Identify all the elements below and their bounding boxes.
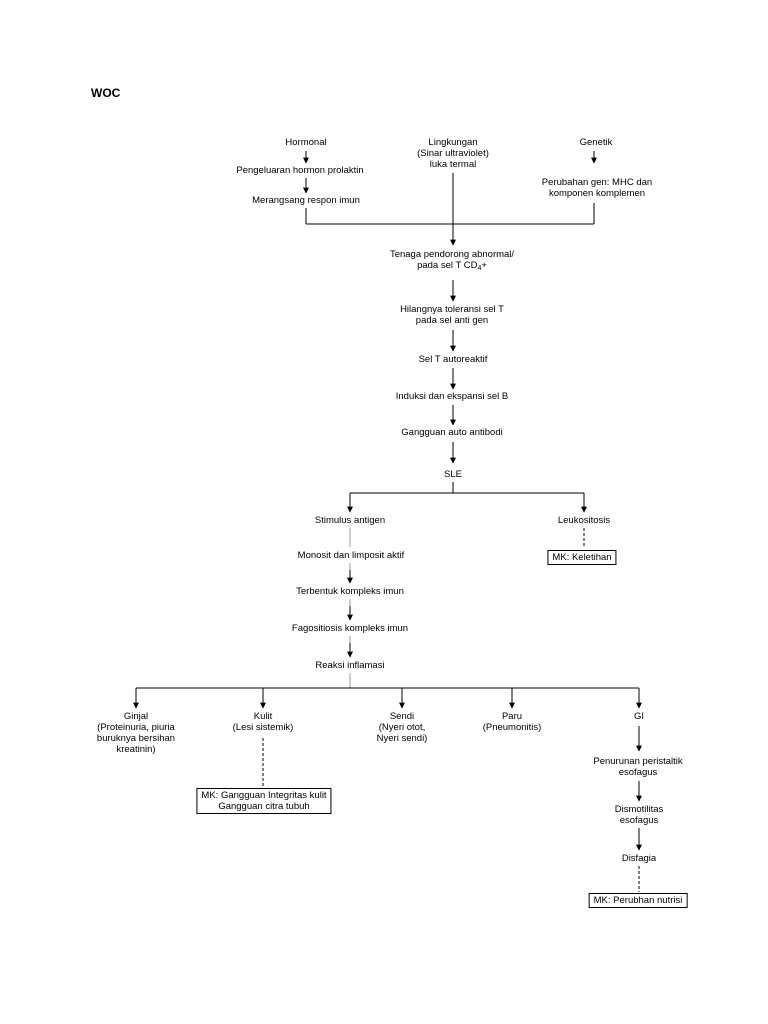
node-terbentuk-kompleks: Terbentuk kompleks imun — [296, 586, 404, 597]
node-sendi: Sendi (Nyeri otot, Nyeri sendi) — [376, 711, 428, 744]
box-mk-keletihan: MK: Keletihan — [547, 550, 617, 565]
node-tenaga-pendorong: Tenaga pendorong abnormal/ pada sel T CD… — [390, 249, 514, 274]
tenaga-subscript: 4 — [477, 265, 482, 272]
page-title: WOC — [91, 86, 121, 100]
node-disfagia: Disfagia — [621, 853, 657, 864]
node-pengeluaran-prolaktin: Pengeluaran hormon prolaktin — [236, 165, 364, 176]
node-leukositosis: Leukositosis — [557, 515, 611, 526]
node-penurunan-peristaltik: Penurunan peristaltik esofagus — [593, 756, 683, 778]
node-paru: Paru (Pneumonitis) — [482, 711, 542, 733]
node-stimulus-antigen: Stimulus antigen — [314, 515, 386, 526]
node-kulit: Kulit (Lesi sistemik) — [232, 711, 294, 733]
node-hilangnya-toleransi: Hilangnya toleransi sel T pada sel anti … — [400, 304, 504, 326]
box-mk-integritas-kulit: MK: Gangguan Integritas kulit Gangguan c… — [196, 788, 332, 814]
node-monosit-limposit: Monosit dan limposit aktif — [297, 550, 405, 561]
node-sel-t-autoreaktif: Sel T autoreaktif — [418, 354, 488, 365]
node-dismotilitas: Dismotilitas esofagus — [614, 804, 664, 826]
node-hormonal: Hormonal — [285, 137, 327, 148]
node-lingkungan: Lingkungan (Sinar ultraviolet) luka term… — [417, 137, 489, 170]
node-gi: GI — [633, 711, 645, 722]
node-fagositiosis: Fagositiosis kompleks imun — [291, 623, 409, 634]
node-reaksi-inflamasi: Reaksi inflamasi — [315, 660, 385, 671]
node-ginjal: Ginjal (Proteinuria, piuria buruknya ber… — [96, 711, 176, 755]
node-gangguan-auto-antibodi: Gangguan auto antibodi — [401, 427, 503, 438]
tenaga-line1: Tenaga pendorong abnormal/ — [389, 249, 515, 260]
node-perubahan-gen: Perubahan gen: MHC dan komponen kompleme… — [541, 177, 653, 199]
tenaga-line2: pada sel T CD — [417, 260, 478, 271]
box-mk-perubhan-nutrisi: MK: Perubhan nutrisi — [588, 893, 688, 908]
node-induksi-ekspansi: Induksi dan ekspansi sel B — [395, 391, 509, 402]
node-sle: SLE — [444, 469, 462, 480]
tenaga-line2-post: + — [481, 260, 487, 271]
node-merangsang-respon: Merangsang respon imun — [252, 195, 360, 206]
node-genetik: Genetik — [579, 137, 613, 148]
